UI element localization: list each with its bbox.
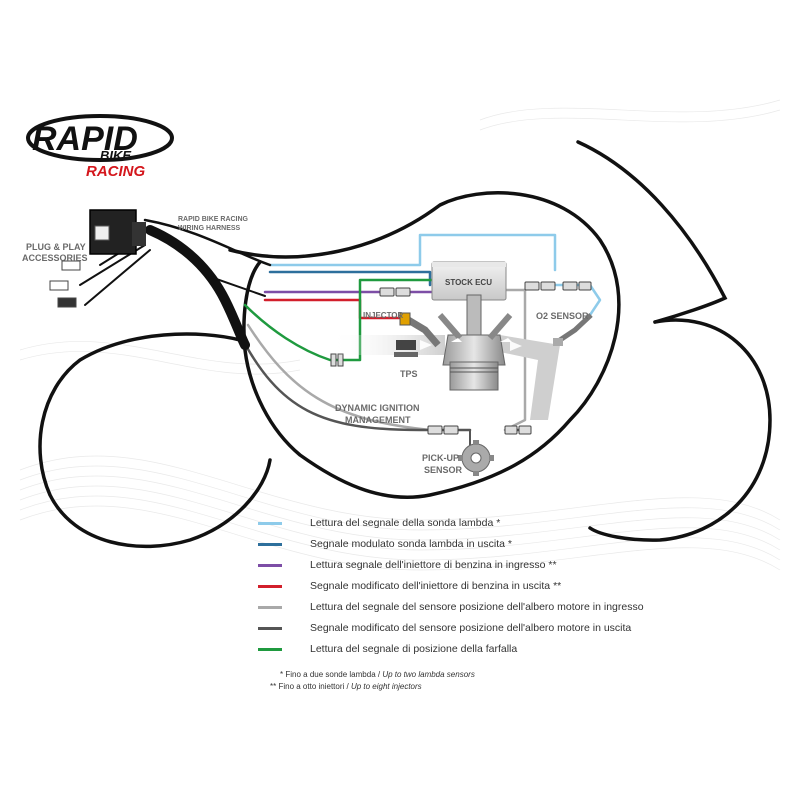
motorcycle-outline: [38, 140, 772, 549]
legend-swatch: [258, 542, 282, 546]
footnote-en: Up to eight injectors: [350, 682, 422, 691]
label-ignition-1: DYNAMIC IGNITION: [335, 403, 420, 413]
footnote-marker: **: [270, 682, 277, 691]
legend-label: Lettura del segnale del sensore posizion…: [310, 601, 644, 613]
legend-label: Segnale modificato del sensore posizione…: [310, 622, 632, 634]
wire-crank-in: [246, 323, 432, 432]
label-harness-2: WIRING HARNESS: [178, 225, 241, 232]
label-harness-1: RAPID BIKE RACING: [178, 216, 249, 223]
label-accessories-1: PLUG & PLAY: [26, 242, 86, 252]
label-stock-ecu: STOCK ECU: [445, 278, 492, 287]
legend-swatch: [258, 647, 282, 651]
legend-swatch: [258, 605, 282, 609]
wire-crank-out: [238, 333, 472, 432]
legend-item: Lettura del segnale di posizione della f…: [258, 639, 517, 659]
rapid-bike-module: [89, 209, 146, 255]
connectors: [49, 260, 592, 435]
flow-arrows: [420, 340, 522, 351]
wires: [79, 218, 602, 446]
legend-item: Segnale modificato del sensore posizione…: [258, 618, 631, 638]
label-accessories-2: ACCESSORIES: [22, 253, 88, 263]
legend-item: Lettura del segnale della sonda lambda *: [258, 513, 500, 533]
label-injector: INJECTOR: [363, 311, 404, 320]
legend-swatch: [258, 584, 282, 588]
footnote-sep: /: [375, 670, 383, 679]
legend-item: Lettura segnale dell'iniettore di benzin…: [258, 555, 557, 575]
exhaust-pipe: [500, 335, 560, 420]
rapid-bike-logo: RAPID BIKE RACING: [26, 114, 174, 180]
legend-label: Segnale modulato sonda lambda in uscita …: [310, 538, 512, 550]
legend-swatch: [258, 626, 282, 630]
footnote: ** Fino a otto iniettori / Up to eight i…: [270, 681, 475, 693]
legend-label: Lettura del segnale di posizione della f…: [310, 643, 518, 655]
footnote-sep: /: [344, 682, 351, 691]
label-pickup-1: PICK-UP: [422, 453, 459, 463]
legend-item: Lettura del segnale del sensore posizion…: [258, 597, 644, 617]
tps-sensor: [394, 340, 418, 357]
legend-label: Lettura segnale dell'iniettore di benzin…: [310, 559, 557, 571]
intake-pipe: [330, 335, 445, 355]
legend-label: Lettura del segnale della sonda lambda *: [310, 517, 501, 529]
footnote-marker: *: [280, 670, 284, 679]
footnote: * Fino a due sonde lambda / Up to two la…: [270, 669, 475, 681]
label-o2-sensor: O2 SENSOR: [536, 311, 589, 321]
footnote-en: Up to two lambda sensors: [382, 670, 475, 679]
footnotes: * Fino a due sonde lambda / Up to two la…: [270, 669, 475, 693]
wire-lambda-out: [268, 270, 432, 287]
logo-sub: BIKE: [100, 148, 131, 163]
label-tps: TPS: [400, 369, 418, 379]
logo-tag: RACING: [86, 163, 145, 180]
wire-lambda-in: [268, 233, 557, 272]
legend-item: Segnale modificato dell'iniettore di ben…: [258, 576, 561, 596]
label-ignition-2: MANAGEMENT: [345, 415, 411, 425]
engine-piston: [437, 294, 513, 391]
legend-swatch: [258, 521, 282, 525]
injector: [399, 312, 441, 348]
legend-swatch: [258, 563, 282, 567]
label-pickup-2: SENSOR: [424, 465, 463, 475]
o2-sensor: [553, 313, 593, 346]
legend-label: Segnale modificato dell'iniettore di ben…: [310, 580, 562, 592]
pickup-sensor-gear: [458, 440, 494, 476]
legend-item: Segnale modulato sonda lambda in uscita …: [258, 534, 512, 554]
footnote-it: Fino a otto iniettori: [278, 682, 345, 691]
background-swooshes: [19, 99, 781, 571]
logo-text: RAPID: [32, 120, 138, 158]
footnote-it: Fino a due sonde lambda: [285, 670, 376, 679]
